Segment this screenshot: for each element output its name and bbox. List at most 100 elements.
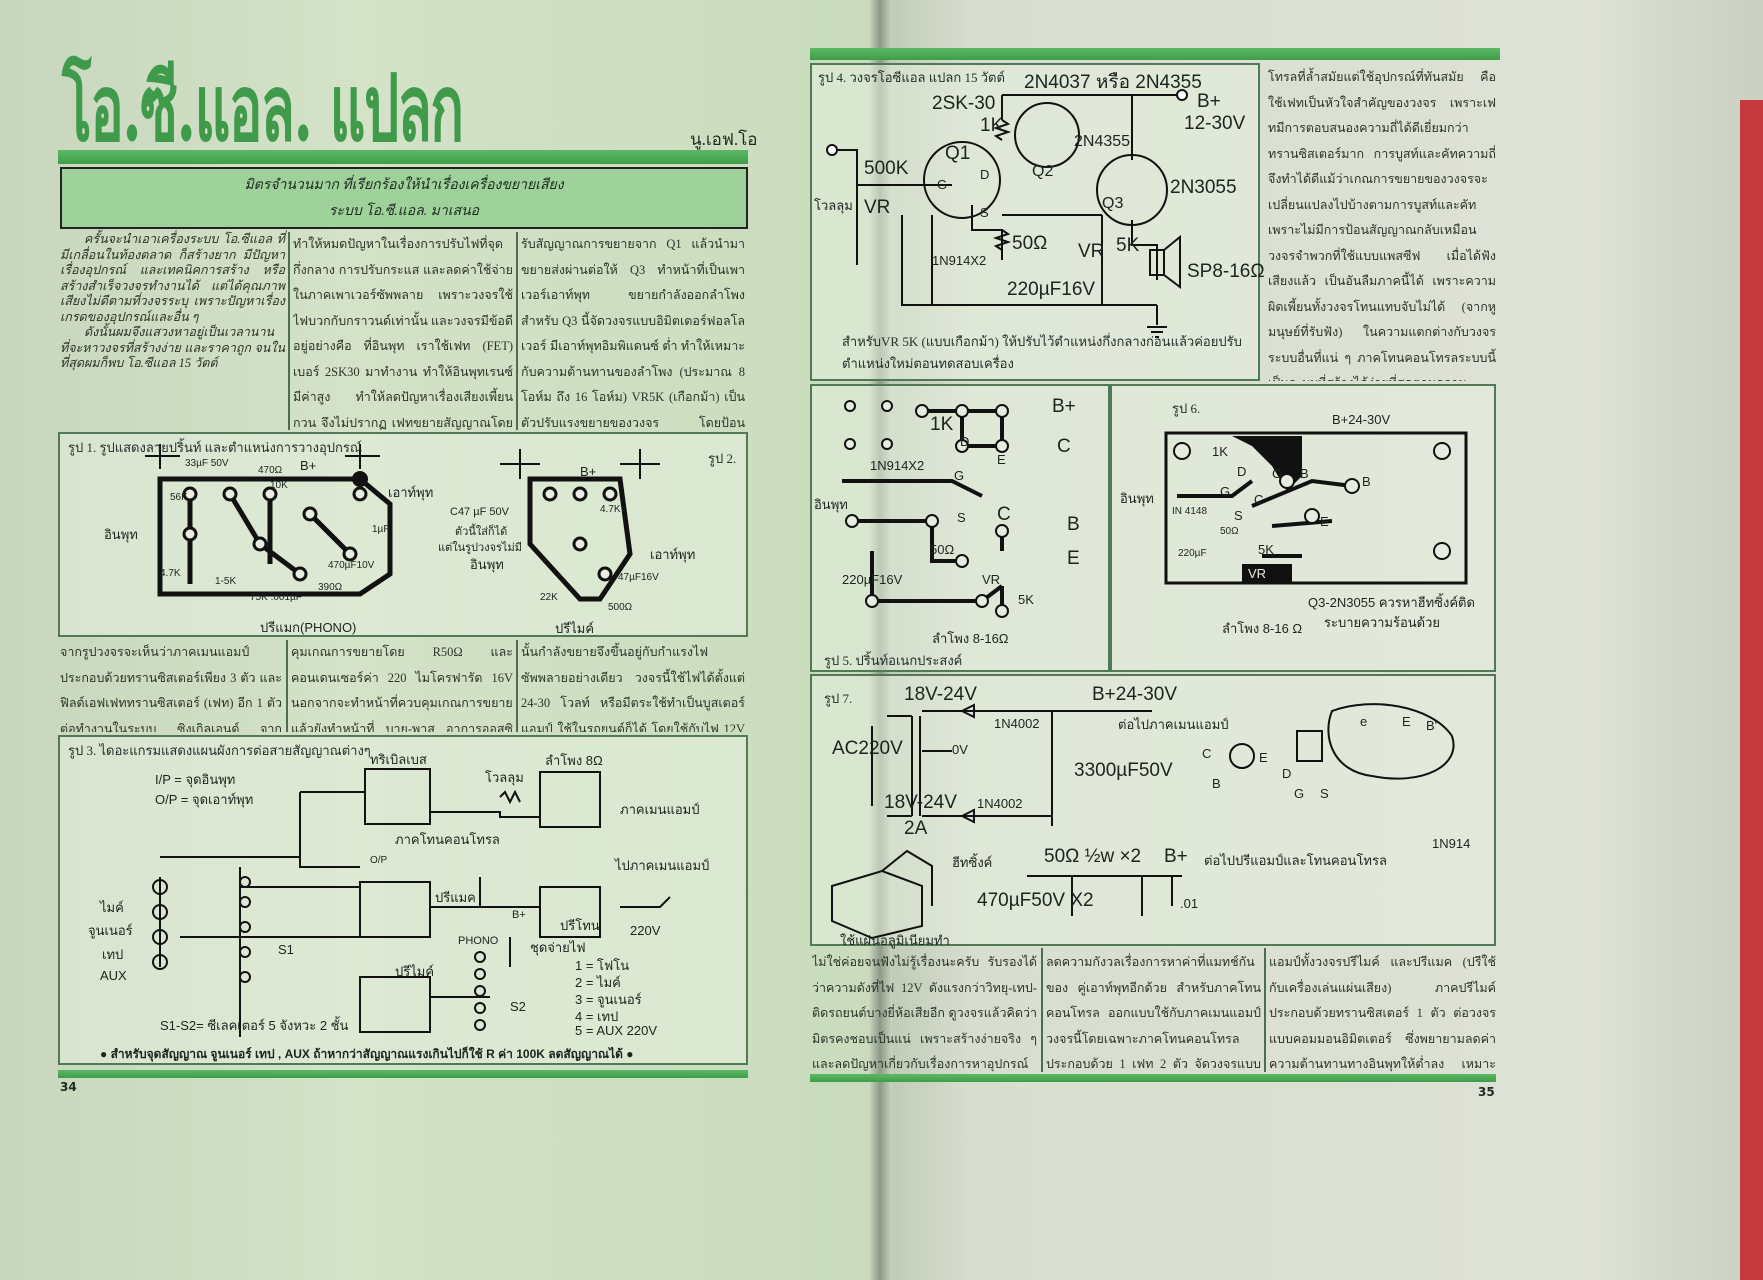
component-label: 220µF16V bbox=[1007, 279, 1096, 300]
text-column-bottom-2: ลดความกังวลเรื่องการหาค่าที่แมทช์กันของ … bbox=[1046, 955, 1261, 1071]
title-bar bbox=[58, 150, 748, 164]
component-label: 1-5K bbox=[215, 576, 237, 587]
speaker-label: ลำโพง 8-16Ω bbox=[932, 631, 1009, 646]
output-label: เอาท์พุท bbox=[650, 547, 696, 562]
text-column-bottom-1: ไม่ใช่ค่อยจนฟังไม่รู้เรื่องนะครับ รับรอง… bbox=[812, 955, 1037, 1071]
capacitor-label: .01 bbox=[1180, 896, 1199, 911]
figure-7-panel: รูป 7. 18V-24V B+24-30V 1N4002 ต่อไปภาคเ… bbox=[810, 674, 1496, 948]
transistor-label: Q1 bbox=[945, 143, 971, 164]
divider bbox=[1041, 948, 1043, 1072]
input-label: AUX bbox=[100, 968, 127, 983]
universal-pcb-drawing bbox=[842, 400, 1009, 618]
supply-label: B+ bbox=[1164, 846, 1188, 867]
pin-label: E bbox=[1259, 750, 1268, 765]
block-label: 220V bbox=[630, 923, 661, 938]
heatsink-note: Q3-2N3055 ควรหาฮีทซิ้งค์ติด bbox=[1308, 595, 1475, 610]
component-label: B+ bbox=[300, 458, 317, 473]
supply-label: B+ bbox=[1197, 91, 1221, 112]
selector-note: S1-S2= ซีเลคเตอร์ 5 จังหวะ 2 ชั้น bbox=[160, 1018, 349, 1033]
component-label: B+ bbox=[580, 464, 597, 479]
text-column-2: ทำให้หมดปัญหาในเรื่องการปรับไฟที่จุดกึ่ง… bbox=[293, 237, 513, 430]
text-column-3: รับสัญญาณการขยายจาก Q1 แล้วนำมาขยายส่งผ่… bbox=[521, 237, 745, 430]
heatsink-note: ใช้แผ่นอลูมิเนียมทำ bbox=[840, 933, 950, 948]
author: นู.เอฟ.โอ bbox=[690, 130, 758, 149]
figure-3-caption: รูป 3. ไดอะแกรมแสดงแผนผังการต่อสายสัญญาณ… bbox=[68, 743, 371, 758]
figure-label-phono: ปรีแมก(PHONO) bbox=[260, 620, 357, 635]
component-label: 390Ω bbox=[318, 582, 343, 593]
component-label: 75K .001µF bbox=[250, 592, 302, 603]
text-column-mid-1: จากรูปวงจรจะเห็นว่าภาคเมนแอมป์ ประกอบด้ว… bbox=[60, 645, 282, 732]
transformer-label: 18V-24V bbox=[884, 792, 957, 813]
component-label: 4.7K bbox=[160, 568, 181, 579]
pad-label: B bbox=[1362, 474, 1371, 489]
pin-label: D bbox=[1282, 766, 1292, 781]
input-label: ไมค์ bbox=[100, 900, 124, 915]
input-label: อินพุท bbox=[1120, 491, 1154, 506]
figure-1-caption: รูป 1. รูปแสดงลายปริ้นท์ และตำแหน่งการวา… bbox=[68, 440, 362, 455]
component-label: 56K bbox=[170, 492, 188, 503]
component-label: 220µF bbox=[1178, 548, 1207, 559]
divider bbox=[288, 232, 290, 430]
pin-label: B' bbox=[1426, 718, 1438, 733]
pin-label: E bbox=[1402, 714, 1411, 729]
pin-label: C bbox=[1202, 746, 1212, 761]
divider bbox=[516, 640, 518, 732]
pad-label: S bbox=[957, 510, 966, 525]
intro-line: มิตรจำนวนมาก ที่เรียกร้องให้นำเรื่องเครื… bbox=[244, 178, 564, 193]
input-label: เทป bbox=[102, 947, 124, 962]
switch-key: 2 = ไมค์ bbox=[575, 975, 621, 990]
switch-label: S2 bbox=[510, 999, 526, 1014]
supply-label: B+24-30V bbox=[1092, 684, 1178, 705]
top-bar bbox=[810, 48, 1500, 60]
pad-label: C bbox=[997, 504, 1011, 525]
pin-label: D bbox=[980, 167, 990, 182]
input-label: จูนเนอร์ bbox=[88, 923, 133, 938]
pad-label: G bbox=[1220, 484, 1231, 499]
port-label: B+ bbox=[512, 909, 526, 921]
figure-2-caption: รูป 2. bbox=[708, 451, 737, 466]
figure-4-panel: รูป 4. วงจรโอซีแอล แปลก 15 วัตต์ 2N4037 … bbox=[810, 63, 1265, 381]
component-label: 10K bbox=[270, 480, 288, 491]
component-label: 5K bbox=[1018, 592, 1034, 607]
resistor-label: 50Ω ½w ×2 bbox=[1044, 846, 1142, 867]
block-label: ชุดจ่ายไฟ bbox=[530, 940, 586, 955]
text-column-mid-2: คุมเกณการขยายโดย R50Ω และคอนเดนเซอร์ค่า … bbox=[291, 645, 513, 732]
transformer-label: 0V bbox=[952, 742, 968, 757]
component-label: 50Ω bbox=[930, 542, 955, 557]
divider bbox=[1264, 948, 1266, 1072]
pad-label: C bbox=[1057, 436, 1071, 457]
speaker-label: SP8-16Ω bbox=[1187, 261, 1265, 282]
note-label: ตัวนี้ใส่ก็ได้ bbox=[455, 526, 508, 538]
figure-3-panel: รูป 3. ไดอะแกรมแสดงแผนผังการต่อสายสัญญาณ… bbox=[58, 735, 748, 1065]
text-column-bottom-3: แอมป์ทั้งวงจรปรีไมค์ และปรีแมค (ปรีใช้กั… bbox=[1269, 955, 1496, 1071]
switch-label: S1 bbox=[278, 942, 294, 957]
component-label: IN 4148 bbox=[1172, 506, 1208, 517]
figure-5-caption: รูป 5. ปริ้นท์อเนกประสงค์ bbox=[824, 653, 963, 668]
pad-label: D bbox=[1237, 464, 1247, 479]
pad-label: B bbox=[1300, 466, 1309, 481]
block-label: ปรีไมค์ bbox=[395, 964, 435, 979]
switch-key: 3 = จูนเนอร์ bbox=[575, 992, 642, 1007]
bottom-bar bbox=[810, 1074, 1496, 1082]
intro-line: ระบบ โอ.ซี.แอล. มาเสนอ bbox=[328, 204, 480, 219]
figure-7-caption: รูป 7. bbox=[824, 691, 853, 706]
switch-key: 1 = โฟโน bbox=[575, 958, 630, 973]
cover-edge bbox=[1740, 100, 1763, 1280]
article-title: โอ.ซี.แอล. แปลก bbox=[62, 54, 464, 162]
diode-label: 1N914 bbox=[1432, 836, 1471, 851]
volume-label: โวลลุม bbox=[814, 198, 853, 213]
transistor-label: 2N4355 bbox=[1074, 133, 1131, 150]
pcb-layout-drawing bbox=[145, 444, 660, 602]
pin-label: B bbox=[1212, 776, 1221, 791]
paragraph: ครั้นจะนำเอาเครื่องระบบ โอ.ซีแอล ที่มีเก… bbox=[60, 232, 285, 324]
block-label: ปรีโทน bbox=[560, 918, 600, 933]
switch-key: 5 = AUX 220V bbox=[575, 1023, 658, 1038]
bottom-bar bbox=[58, 1070, 748, 1078]
component-label: 47µF16V bbox=[618, 572, 659, 583]
capacitor-label: 470µF50V X2 bbox=[977, 890, 1094, 911]
port-label: O/P bbox=[370, 855, 388, 866]
supply-label: 12-30V bbox=[1184, 113, 1246, 134]
block-label: ทริเบิลเบส bbox=[370, 752, 427, 767]
component-label: 500Ω bbox=[608, 602, 633, 613]
capacitor-label: 3300µF50V bbox=[1074, 760, 1173, 781]
